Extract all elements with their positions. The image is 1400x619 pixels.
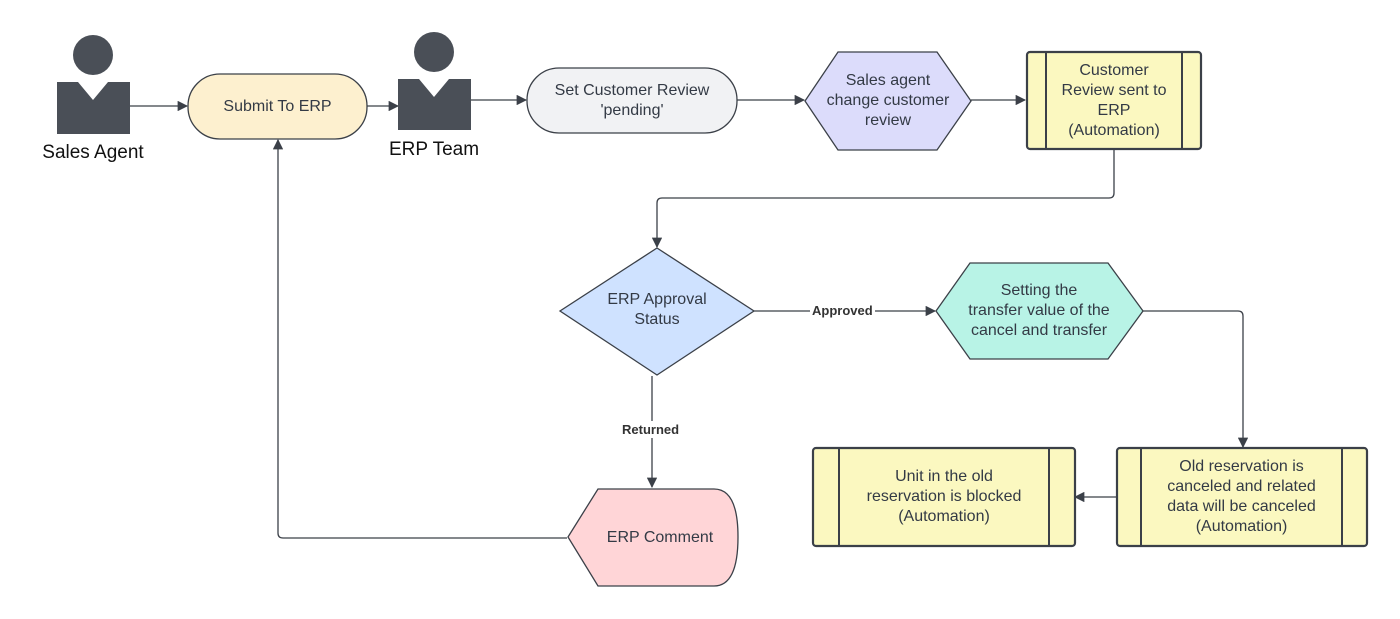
- approved-edge-label: Approved: [810, 302, 875, 319]
- connector-erp-comment-to-submit: [272, 138, 567, 539]
- sales-agent-actor-icon: [57, 35, 130, 134]
- unit-blocked-shape: [811, 446, 1077, 548]
- unit-blocked-label: Unit in the old reservation is blocked (…: [866, 468, 1022, 525]
- submit-to-erp-label: Submit To ERP: [223, 97, 332, 115]
- returned-edge-label: Returned: [620, 421, 682, 438]
- old-reservation-canceled-label: Old reservation is canceled and related …: [1167, 458, 1316, 535]
- erp-comment-shape: [567, 488, 739, 587]
- sales-agent-label: Sales Agent: [42, 142, 144, 163]
- connectors: [130, 94, 1249, 539]
- connector-setting-transfer-to-old-reservation: [1143, 310, 1249, 449]
- connector-review-sent-to-approval: [651, 149, 1115, 249]
- old-reservation-canceled-shape: [1115, 446, 1369, 548]
- set-customer-review-shape: [526, 67, 738, 134]
- setting-transfer-value-shape: [935, 262, 1144, 360]
- sales-agent-change-shape: [804, 51, 972, 151]
- erp-approval-status-label: ERP Approval Status: [607, 291, 707, 328]
- set-customer-review-label: Set Customer Review 'pending': [554, 81, 710, 119]
- submit-to-erp-shape: [187, 73, 368, 140]
- erp-team-actor-icon: [398, 32, 471, 130]
- customer-review-sent-shape: [1025, 50, 1203, 151]
- customer-review-sent-label: Customer Review sent to ERP (Automation): [1061, 61, 1167, 139]
- sales-agent-change-label: Sales agent change customer review: [826, 72, 950, 129]
- erp-comment-label: ERP Comment: [606, 528, 714, 546]
- erp-team-label: ERP Team: [388, 139, 480, 160]
- setting-transfer-value-label: Setting the transfer value of the cancel…: [968, 282, 1110, 339]
- erp-approval-status-shape: [558, 247, 756, 376]
